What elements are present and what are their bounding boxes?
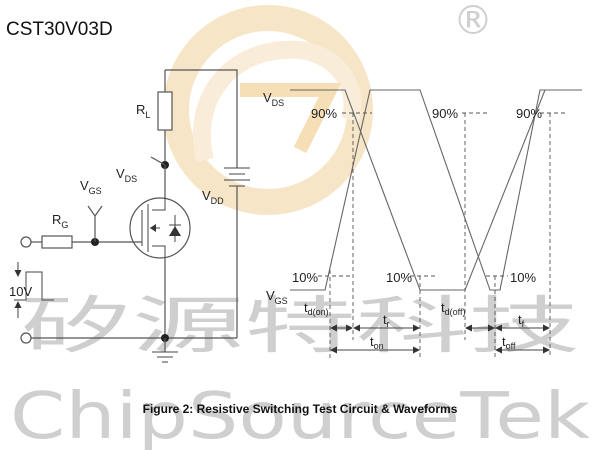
pct-10-label-1: 10% [292, 270, 318, 285]
gate-input-terminal [20, 236, 32, 248]
registered-mark: ® [453, 0, 493, 44]
watermark-en-text: ChipSourceTek [10, 380, 590, 450]
pct-90-label-3: 90% [516, 106, 542, 121]
ground-input-terminal [20, 332, 32, 344]
switching-waveforms: VDS VGS 90% 90% 90% 10% 10% 10% td(on) t… [263, 89, 582, 358]
mosfet-arrow [150, 224, 156, 232]
top-rail-wire [165, 69, 238, 165]
pulse-amplitude-label: 10V [9, 284, 32, 299]
body-diode [169, 226, 181, 236]
mosfet-source-lead [152, 245, 166, 258]
td-on-label: td(on) [304, 300, 329, 317]
ton-label: ton [370, 334, 384, 351]
vgs-label: VGS [266, 288, 288, 306]
part-number: CST30V03D [6, 19, 113, 40]
figure-caption: Figure 2: Resistive Switching Test Circu… [143, 402, 458, 416]
tf-label: tf [518, 312, 525, 329]
pct-90-label-1: 90% [311, 106, 337, 121]
rg-label: RG [52, 212, 68, 230]
circuit-vds-label: VDS [116, 166, 137, 184]
vds-label: VDS [263, 90, 284, 108]
watermark-logo-swirl [192, 40, 362, 163]
watermark-cn-text: 矽源特科技 [20, 289, 580, 362]
rl-resistor [157, 91, 173, 131]
mosfet-drain-lead [152, 198, 166, 211]
circuit-vgs-label: VGS [80, 178, 102, 196]
rg-resistor [41, 235, 73, 249]
td-off-label: td(off) [441, 300, 465, 317]
rl-label: RL [136, 102, 150, 120]
vds-probe [150, 156, 166, 166]
test-circuit: RL VDS VDD RG VGS [9, 69, 250, 363]
tr-label: tr [383, 312, 390, 329]
pct-90-label-2: 90% [432, 106, 458, 121]
pct-10-label-3: 10% [510, 270, 536, 285]
watermark-logo [163, 5, 373, 215]
toff-label: toff [502, 334, 516, 351]
pct-10-label-2: 10% [386, 270, 412, 285]
vgs-probe-fork [87, 205, 103, 218]
vgs-waveform [290, 89, 582, 291]
pulse-waveform-icon [14, 271, 54, 301]
vdd-label: VDD [202, 188, 224, 206]
